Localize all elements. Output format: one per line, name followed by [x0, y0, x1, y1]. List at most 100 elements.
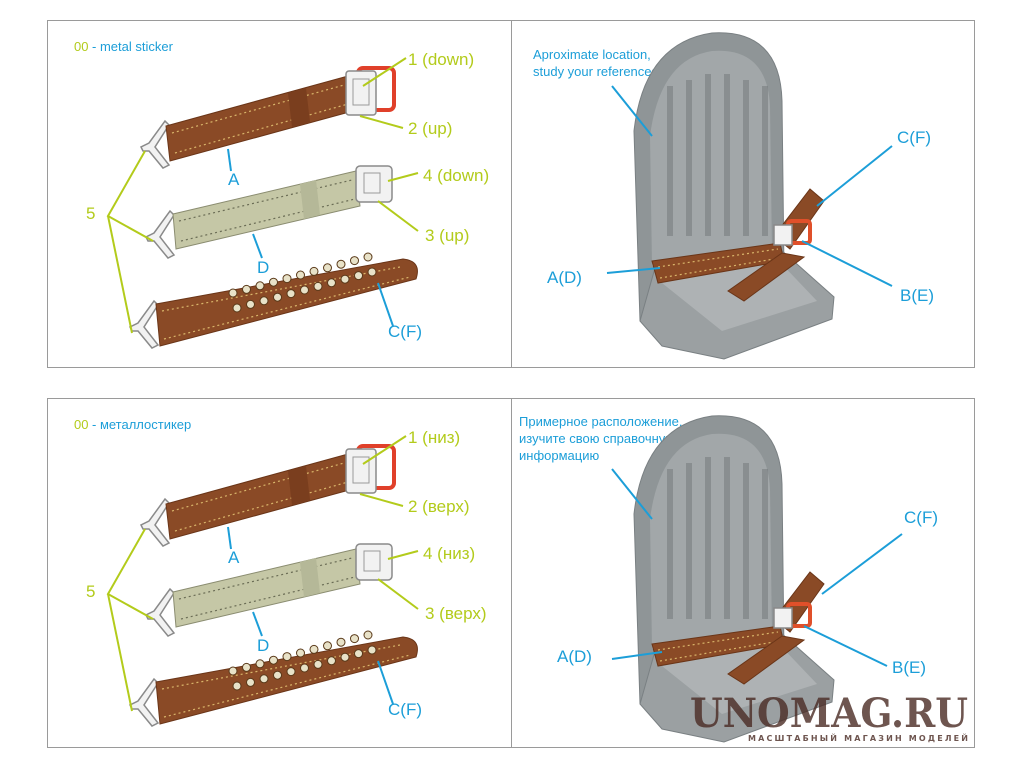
clip-icon [139, 497, 171, 547]
buckle [355, 165, 393, 203]
straps-illustration: 00 - metal sticker 1 (down) 2 (up) 4 (do… [74, 39, 489, 349]
callout-5: 5 [86, 582, 95, 601]
strap-c [155, 636, 418, 725]
rivet [323, 641, 332, 651]
rivet [336, 637, 346, 647]
seat-illustration: Aproximate location, study your reference… [533, 32, 934, 360]
rivet [269, 655, 278, 665]
rivet [296, 270, 305, 280]
rivet [327, 656, 336, 666]
strap-loop [288, 466, 310, 505]
callout-3: 3 (up) [425, 226, 469, 245]
watermark-subtitle: МАСШТАБНЫЙ МАГАЗИН МОДЕЛЕЙ [748, 732, 968, 743]
seat-panel-english: Aproximate location, study your reference… [511, 20, 975, 368]
seat-panel-russian: Примерное расположение, изучите свою спра… [511, 398, 975, 748]
straps-panel-english: 00 - metal sticker 1 (down) 2 (up) 4 (do… [47, 20, 512, 368]
rivet [282, 274, 292, 284]
strap-d [172, 170, 361, 250]
rivet [286, 289, 296, 299]
rivet [327, 278, 336, 288]
buckle [345, 448, 377, 494]
rivet [232, 681, 242, 691]
label-be: B(E) [892, 658, 926, 677]
strap-label-cf: C(F) [388, 700, 422, 719]
clip-icon [128, 299, 160, 349]
rivet [282, 652, 292, 662]
strap-c [155, 258, 418, 347]
note-line: информацию [519, 448, 599, 463]
rivet [242, 662, 251, 672]
watermark-title: UNOMAG.RU [690, 690, 968, 737]
clip-icon [144, 587, 176, 637]
rivet [246, 677, 255, 687]
buckle [355, 543, 393, 581]
rivet [313, 659, 323, 669]
rivet [242, 284, 251, 294]
strap-a [165, 453, 354, 540]
belt-tongue [727, 252, 806, 302]
rivet [309, 266, 319, 276]
rivet [273, 292, 282, 302]
rivet [269, 277, 278, 287]
rivet [259, 674, 269, 684]
rivet [232, 303, 242, 313]
callout-2: 2 (up) [408, 119, 452, 138]
label-cf: C(F) [897, 128, 931, 147]
note-line: изучите свою справочную [519, 431, 675, 446]
rivet [350, 634, 359, 644]
strap-a [165, 75, 354, 162]
straps-illustration: 00 - металлостикер 1 (низ) 2 (верх) 4 (н… [74, 417, 487, 727]
callout-4: 4 (down) [423, 166, 489, 185]
clip-icon [139, 119, 171, 169]
label-ad: A(D) [547, 268, 582, 287]
rivet [296, 648, 305, 658]
rivet [300, 285, 309, 295]
rivet [286, 667, 296, 677]
rivet [259, 296, 269, 306]
rivet [354, 271, 363, 281]
straps-panel-russian: 00 - металлостикер 1 (низ) 2 (верх) 4 (н… [47, 398, 512, 748]
strap-label-cf: C(F) [388, 322, 422, 341]
rivet [340, 652, 350, 662]
rivet [273, 670, 282, 680]
buckle [345, 70, 377, 116]
rivet [340, 274, 350, 284]
rivet [228, 666, 238, 676]
rivet [300, 663, 309, 673]
strap-label-d: D [257, 258, 269, 277]
buckle [773, 607, 793, 629]
callout-3: 3 (верх) [425, 604, 487, 623]
sticker-code: 00 [74, 39, 88, 54]
note-line: study your references [533, 64, 659, 79]
rivet [367, 267, 377, 277]
callout-4: 4 (низ) [423, 544, 475, 563]
label-be: B(E) [900, 286, 934, 305]
callout-2: 2 (верх) [408, 497, 470, 516]
strap-label-a: A [228, 170, 240, 189]
note-line: Aproximate location, [533, 47, 651, 62]
label-cf: C(F) [904, 508, 938, 527]
strap-d [172, 548, 361, 628]
rivet [367, 645, 377, 655]
rivet [246, 299, 255, 309]
buckle [773, 224, 793, 246]
callout-1: 1 (down) [408, 50, 474, 69]
rivet [363, 630, 373, 640]
strap-loop [288, 88, 310, 127]
sticker-code: 00 [74, 417, 88, 432]
strap-label-d: D [257, 636, 269, 655]
rivet [336, 259, 346, 269]
callout-1: 1 (низ) [408, 428, 460, 447]
callout-5: 5 [86, 204, 95, 223]
rivet [354, 649, 363, 659]
strap-label-a: A [228, 548, 240, 567]
label-ad: A(D) [557, 647, 592, 666]
rivet [309, 644, 319, 654]
note-line: Примерное расположение, [519, 414, 682, 429]
rivet [255, 281, 265, 291]
rivet [228, 288, 238, 298]
rivet [363, 252, 373, 262]
clip-icon [128, 677, 160, 727]
clip-icon [144, 209, 176, 259]
rivet [323, 263, 332, 273]
